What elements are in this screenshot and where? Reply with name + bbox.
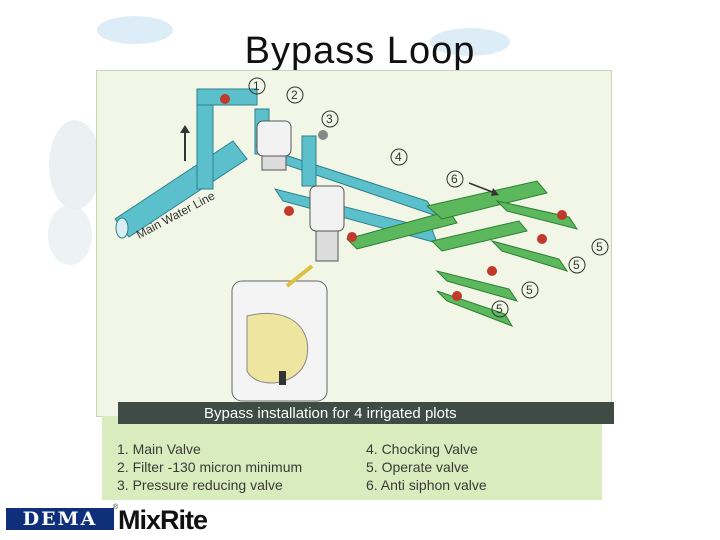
chemical-tank <box>231 264 328 402</box>
flow-up-arrow-icon <box>180 125 190 161</box>
registered-mark: ® <box>113 504 119 511</box>
svg-text:6: 6 <box>451 172 458 186</box>
irrigation-pipes <box>346 180 579 327</box>
svg-text:5: 5 <box>596 240 603 254</box>
legend-item: 5. Operate valve <box>366 459 469 475</box>
marker-6: 6 <box>446 170 499 196</box>
marker-5: 5 <box>521 281 539 299</box>
marker-2: 2 <box>286 86 304 104</box>
dema-logo: DEMA <box>6 508 114 530</box>
marker-5: 5 <box>491 300 509 318</box>
svg-text:5: 5 <box>526 283 533 297</box>
marker-4: 4 <box>390 148 408 166</box>
valves <box>220 94 567 301</box>
svg-text:5: 5 <box>573 258 580 272</box>
caption-text: Bypass installation for 4 irrigated plot… <box>204 404 457 422</box>
mixrite-logo: MixRite <box>118 505 208 535</box>
marker-5: 5 <box>568 256 586 274</box>
legend-item: 3. Pressure reducing valve <box>117 477 283 493</box>
marker-5: 5 <box>591 238 609 256</box>
svg-text:1: 1 <box>253 79 260 93</box>
marker-1: 1 <box>248 77 266 95</box>
diagram-panel: Main Water Line <box>96 70 612 417</box>
legend-box <box>102 416 602 500</box>
legend-item: 6. Anti siphon valve <box>366 477 487 493</box>
legend-right: 4. Chocking Valve 5. Operate valve 6. An… <box>366 440 487 494</box>
legend-left: 1. Main Valve 2. Filter -130 micron mini… <box>117 440 302 494</box>
legend-item: 4. Chocking Valve <box>366 441 478 457</box>
svg-text:3: 3 <box>326 112 333 126</box>
filter-unit <box>256 120 292 171</box>
svg-text:2: 2 <box>291 88 298 102</box>
svg-text:5: 5 <box>496 302 503 316</box>
bypass-diagram: Main Water Line <box>114 77 609 402</box>
marker-3: 3 <box>321 110 339 128</box>
legend-item: 2. Filter -130 micron minimum <box>117 459 303 475</box>
slide-title: Bypass Loop <box>244 30 476 72</box>
caption-bar: Bypass installation for 4 irrigated plot… <box>118 402 614 424</box>
dosing-pump <box>309 185 345 262</box>
svg-text:4: 4 <box>395 150 402 164</box>
legend-item: 1. Main Valve <box>117 441 201 457</box>
